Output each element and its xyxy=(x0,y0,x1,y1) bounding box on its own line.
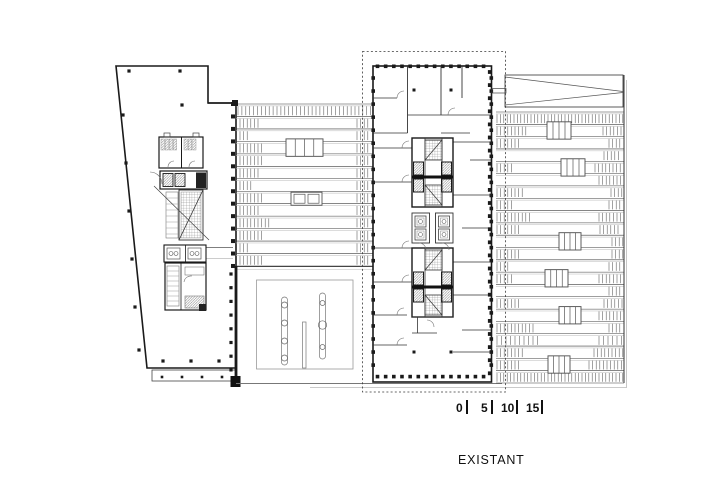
intervention-boundary-dashed-outline xyxy=(362,51,506,393)
scale-tick-mark xyxy=(491,400,493,414)
scale-label: 0 xyxy=(456,401,463,415)
east-wing-roof-plan xyxy=(310,70,627,388)
drawing-title: EXISTANT xyxy=(458,453,525,467)
scale-label: 15 xyxy=(526,401,540,415)
scale-tick-mark xyxy=(541,400,543,414)
scale-tick-mark xyxy=(466,400,468,414)
central-tower-plan xyxy=(371,64,494,383)
scale-label: 5 xyxy=(481,401,488,415)
connector-roof-plan xyxy=(208,100,373,268)
scale-tick-mark xyxy=(516,400,518,414)
left-wing-plan xyxy=(115,65,237,382)
scale-label: 10 xyxy=(501,401,515,415)
scale-bar: 0 5 10 15 xyxy=(450,400,560,418)
courtyard-plan xyxy=(229,266,502,387)
